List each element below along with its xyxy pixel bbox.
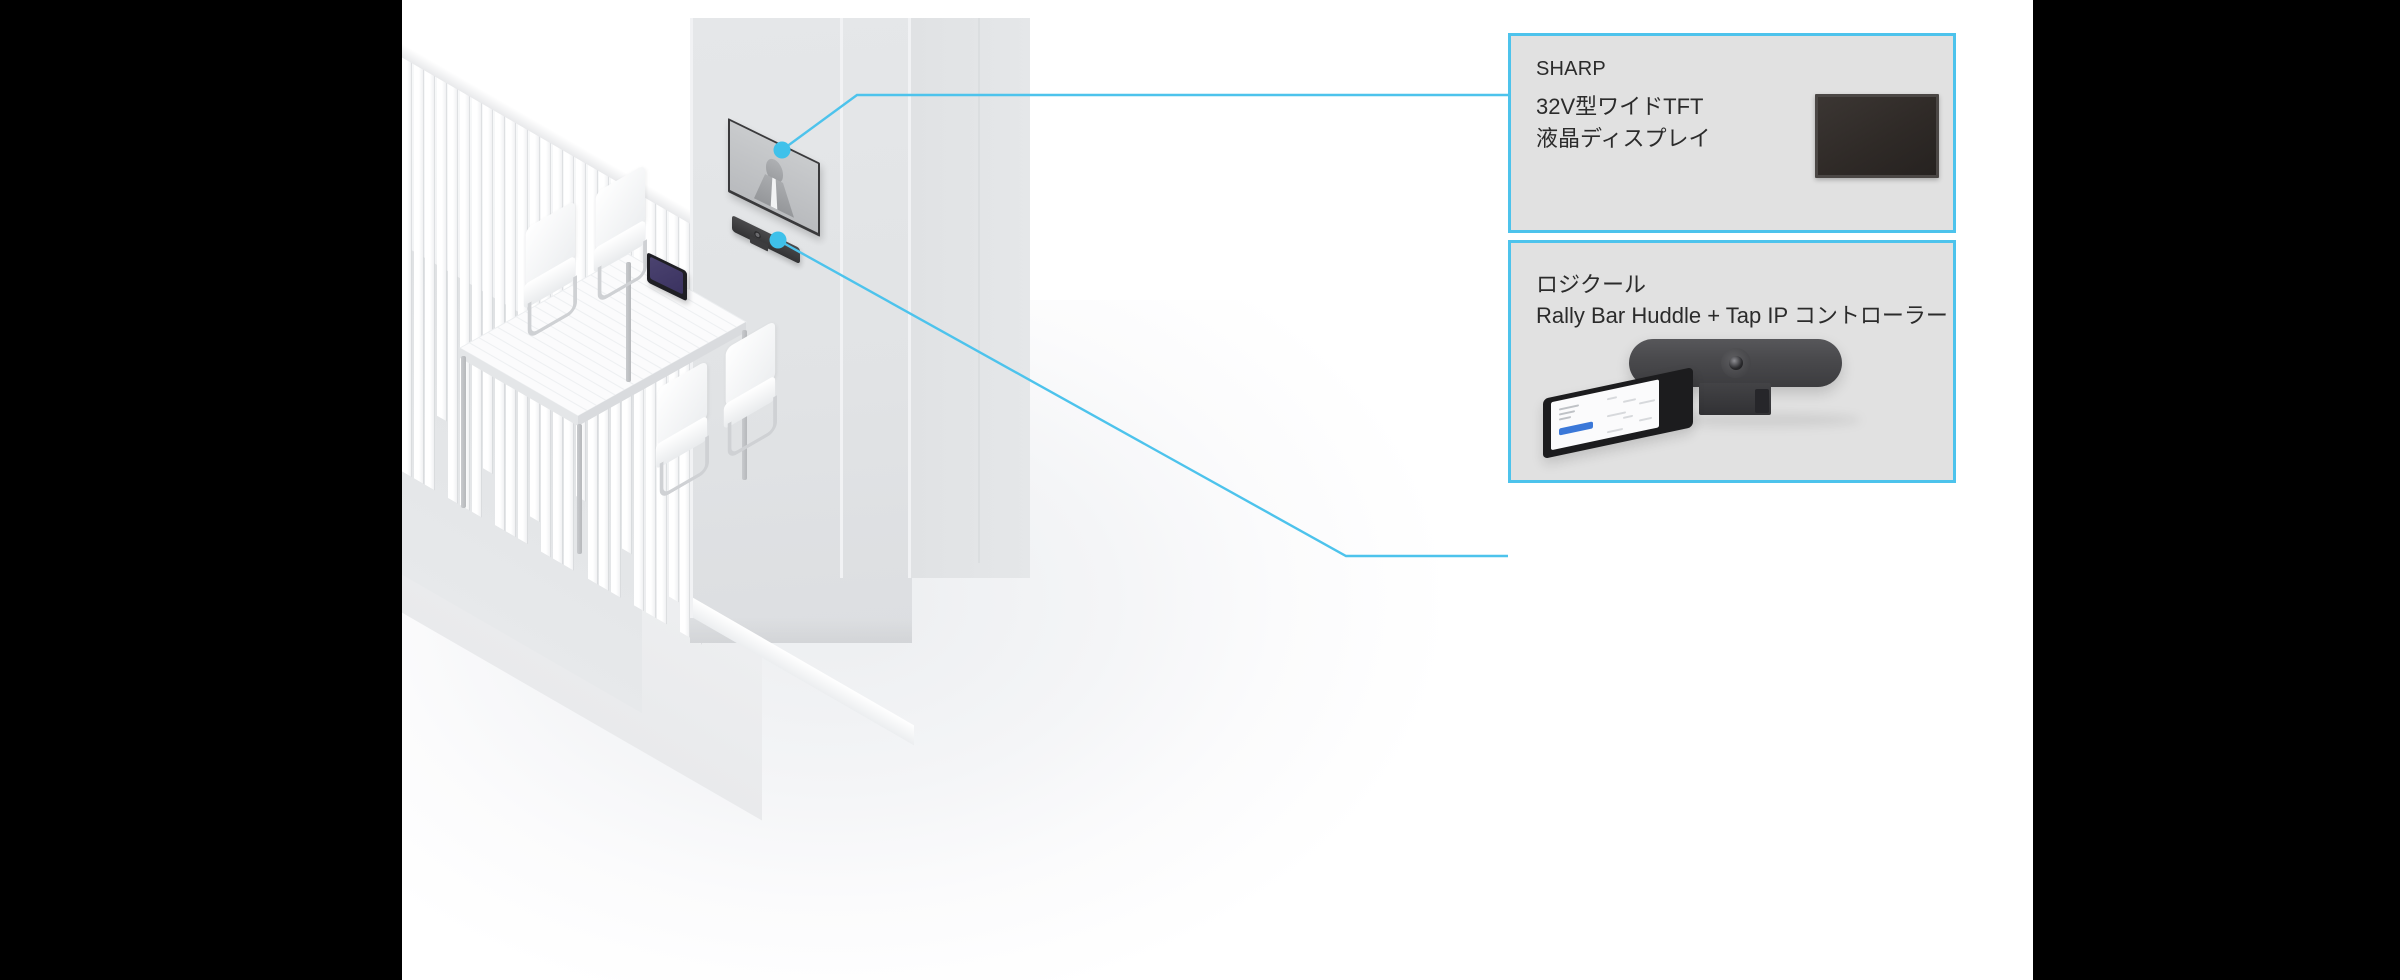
logitech-rally-bar-image	[1511, 321, 1959, 481]
blind-slat	[402, 51, 411, 477]
product-shadow	[1661, 413, 1861, 427]
tap-ip-screen-line	[1623, 414, 1633, 419]
tap-ip-controller	[1543, 367, 1693, 459]
tap-ip-screen-line	[1559, 415, 1571, 421]
rally-bar-camera-icon	[1721, 348, 1751, 378]
table-leg	[577, 424, 582, 554]
wall-seam	[840, 18, 843, 578]
table-leg	[626, 262, 631, 382]
tap-ip-screen-line	[1623, 397, 1636, 403]
tap-ip-screen-line	[1639, 416, 1652, 422]
blind-slat	[425, 64, 435, 491]
videobar-brand-label: ロジクール	[1536, 272, 1647, 297]
tap-ip-screen-line	[1559, 410, 1575, 416]
slide-canvas: SHARP 32V型ワイドTFT 液晶ディスプレイ ロジクール Rally Ba…	[402, 0, 2033, 980]
table-leg	[461, 356, 466, 508]
tap-ip-screen-line	[1607, 396, 1617, 401]
blind-slat	[448, 78, 458, 504]
tap-ip-screen-line	[1607, 427, 1623, 434]
sharp-lcd-display-screen	[1818, 97, 1936, 175]
videobar-product-label: Rally Bar Huddle + Tap IP コントローラー	[1536, 303, 1948, 328]
tap-ip-join-button	[1559, 421, 1593, 436]
wall-seam	[908, 18, 911, 578]
blind-slat	[436, 71, 446, 422]
display-spec-line2: 液晶ディスプレイ	[1536, 126, 1711, 151]
display-brand-label: SHARP	[1536, 58, 1606, 80]
blind-slat	[413, 58, 423, 484]
tap-ip-screen-line	[1559, 404, 1579, 411]
rally-bar-mount-arm	[1755, 389, 1769, 413]
callout-card-display[interactable]: SHARP 32V型ワイドTFT 液晶ディスプレイ	[1508, 33, 1956, 233]
sharp-lcd-display-image	[1815, 94, 1939, 178]
wall-seam	[978, 18, 980, 563]
far-wall	[910, 18, 1030, 578]
tap-ip-screen-line	[1639, 399, 1655, 405]
display-spec-line1: 32V型ワイドTFT	[1536, 94, 1704, 119]
callout-card-videobar[interactable]: ロジクール Rally Bar Huddle + Tap IP コントローラー	[1508, 240, 1956, 483]
